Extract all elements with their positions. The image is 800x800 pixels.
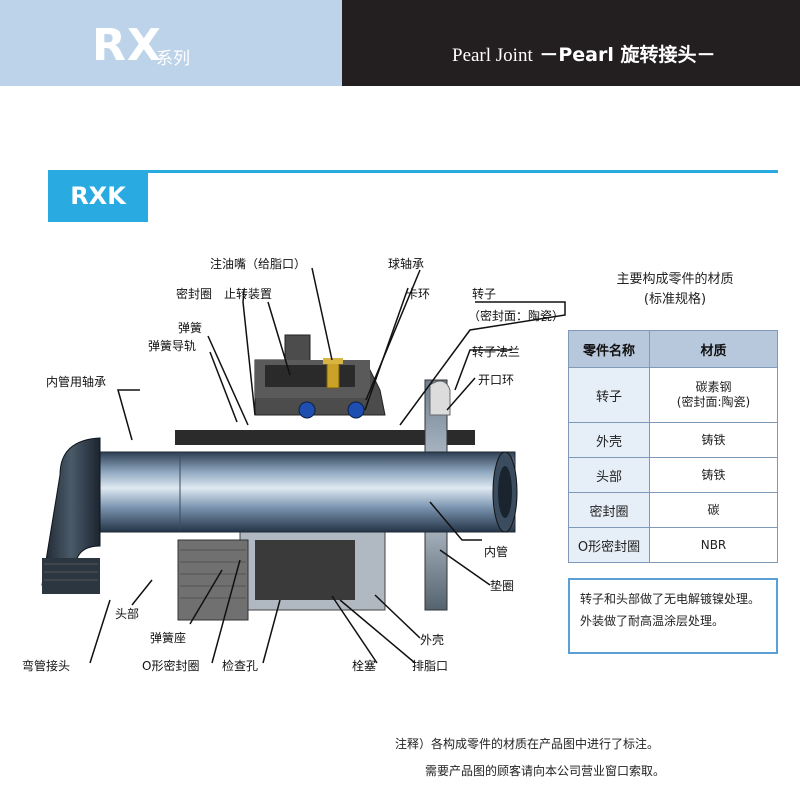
materials-table: 零件名称 材质 转子 碳素钢 (密封面:陶瓷) 外壳 铸铁 头部 铸铁 密封圈 … bbox=[568, 330, 778, 563]
model-divider bbox=[48, 170, 778, 173]
header-right-panel bbox=[342, 0, 800, 86]
label-rotor-note: （密封面：陶瓷） bbox=[468, 308, 564, 323]
label-grease-nipple: 注油嘴（给脂口） bbox=[210, 256, 306, 271]
brand-name: Pearl Joint bbox=[452, 45, 533, 66]
part-cell: 外壳 bbox=[568, 422, 650, 458]
table-row: O形密封圈 NBR bbox=[568, 527, 778, 563]
header-left-panel bbox=[0, 0, 342, 86]
materials-header-row: 零件名称 材质 bbox=[568, 330, 778, 368]
table-row: 头部 铸铁 bbox=[568, 457, 778, 493]
label-snap-ring: 卡环 bbox=[406, 287, 430, 301]
leader-lines bbox=[89, 267, 566, 664]
part-cell: 密封圈 bbox=[568, 492, 650, 528]
rotary-joint-diagram: 注油嘴（给脂口） 球轴承 密封圈 止转装置 卡环 转子 （密封面：陶瓷） 弹簧 … bbox=[22, 256, 566, 673]
part-cell: O形密封圈 bbox=[568, 527, 650, 563]
footnote-1: 注释）各构成零件的材质在产品图中进行了标注。 bbox=[395, 737, 660, 751]
label-spring-guide: 弹簧导轨 bbox=[148, 338, 196, 353]
header-material: 材质 bbox=[649, 330, 778, 368]
material-note: (密封面:陶瓷) bbox=[676, 395, 751, 409]
label-head: 头部 bbox=[115, 606, 139, 621]
label-spring-seat: 弹簧座 bbox=[150, 630, 186, 645]
footnote-2: 需要产品图的顾客请向本公司营业窗口索取。 bbox=[425, 764, 666, 778]
label-inner-tube: 内管 bbox=[484, 544, 508, 559]
part-cell: 转子 bbox=[568, 367, 650, 423]
label-open-ring: 开口环 bbox=[478, 373, 514, 387]
label-housing: 外壳 bbox=[420, 633, 444, 647]
label-rotor: 转子 bbox=[472, 286, 496, 301]
grease-nipple-part bbox=[323, 358, 343, 389]
label-spring: 弹簧 bbox=[178, 320, 202, 335]
model-tab: RXK bbox=[48, 170, 148, 222]
material-value: 碳素钢 bbox=[695, 380, 732, 394]
note-line-2: 外装做了耐高温涂层处理。 bbox=[580, 614, 725, 628]
label-inspection-hole: 检查孔 bbox=[222, 658, 258, 673]
materials-title-block: 主要构成零件的材质 (标准规格) bbox=[570, 270, 780, 310]
label-elbow-joint: 弯管接头 bbox=[22, 658, 70, 673]
label-inner-tube-bearing: 内管用轴承 bbox=[46, 374, 106, 389]
inner-tube-part bbox=[94, 451, 516, 533]
note-line-1: 转子和头部做了无电解镀镍处理。 bbox=[580, 592, 761, 606]
series-code: RX bbox=[92, 20, 162, 71]
part-cell: 头部 bbox=[568, 457, 650, 493]
header-title: Pearl Joint －Pearl 旋转接头－ bbox=[452, 40, 716, 67]
table-row: 外壳 铸铁 bbox=[568, 422, 778, 458]
series-suffix: 系列 bbox=[156, 49, 190, 69]
header-subtitle: －Pearl 旋转接头－ bbox=[539, 44, 716, 66]
label-ball-bearing: 球轴承 bbox=[388, 256, 424, 271]
material-cell: 碳素钢 (密封面:陶瓷) bbox=[649, 367, 778, 423]
materials-subtitle: (标准规格) bbox=[643, 292, 707, 307]
material-cell: 碳 bbox=[649, 492, 778, 528]
label-o-ring: O形密封圈 bbox=[142, 658, 199, 673]
treatment-note-box: 转子和头部做了无电解镀镍处理。 外装做了耐高温涂层处理。 bbox=[568, 578, 778, 654]
label-gasket: 垫圈 bbox=[490, 578, 514, 593]
label-anti-rotation: 止转装置 bbox=[224, 286, 272, 301]
label-rotor-flange: 转子法兰 bbox=[472, 344, 520, 359]
materials-title: 主要构成零件的材质 bbox=[616, 272, 734, 287]
table-row: 转子 碳素钢 (密封面:陶瓷) bbox=[568, 367, 778, 423]
material-cell: 铸铁 bbox=[649, 457, 778, 493]
table-row: 密封圈 碳 bbox=[568, 492, 778, 528]
material-cell: 铸铁 bbox=[649, 422, 778, 458]
label-seal-ring-top: 密封圈 bbox=[176, 286, 212, 301]
label-grease-outlet: 排脂口 bbox=[412, 658, 448, 673]
material-cell: NBR bbox=[649, 527, 778, 563]
header-part-name: 零件名称 bbox=[568, 330, 650, 368]
label-plug: 栓塞 bbox=[352, 658, 376, 673]
elbow-joint-part bbox=[41, 437, 101, 594]
